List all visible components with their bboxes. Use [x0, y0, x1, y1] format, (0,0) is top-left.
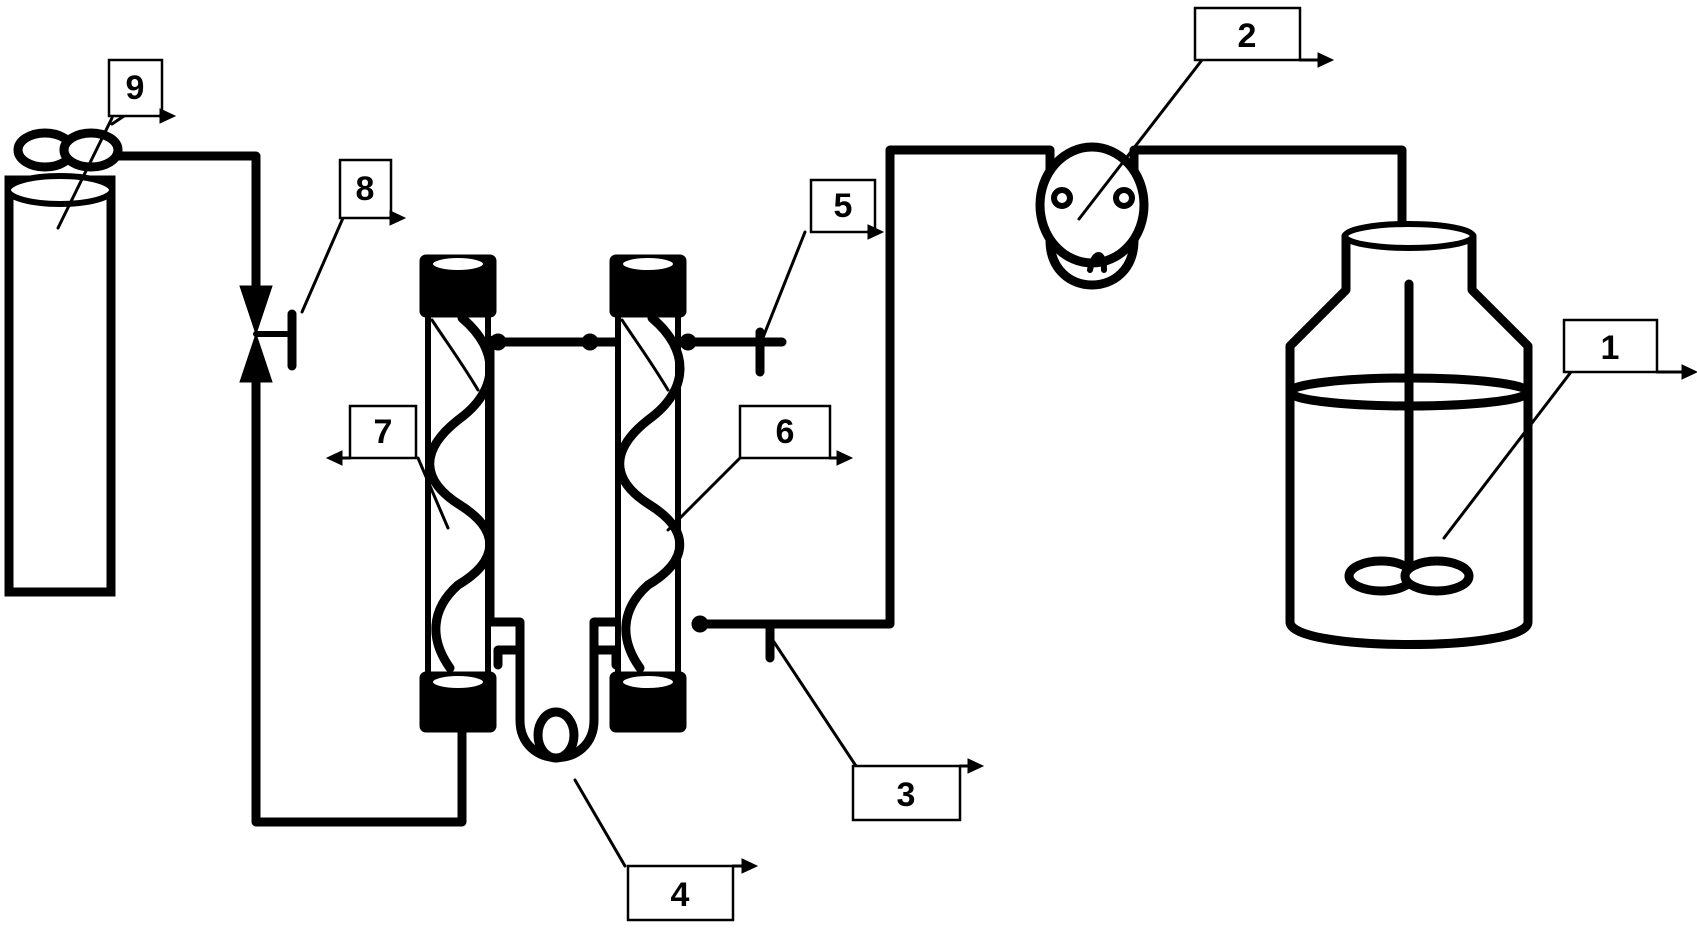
callout-3-text: 3: [897, 776, 916, 814]
column-fittings: [489, 333, 709, 633]
callout-2: 2: [1193, 6, 1335, 68]
callout-6: 6: [738, 404, 854, 466]
callout-3: 3: [851, 758, 985, 822]
callout-5: 5: [809, 178, 885, 240]
callout-8-text: 8: [356, 170, 375, 208]
callout-1: 1: [1562, 318, 1697, 380]
callout-8: 8: [338, 158, 407, 226]
callout-5-text: 5: [834, 187, 853, 225]
callout-9: 9: [107, 58, 177, 124]
callout-4-text: 4: [671, 876, 690, 914]
vent-fitting-icon: [755, 327, 787, 377]
peristaltic-pump-icon: [1035, 142, 1149, 290]
leader-lines: [110, 58, 1573, 868]
callout-9-text: 9: [126, 69, 145, 107]
callout-7: 7: [325, 404, 418, 466]
gas-pipeline: [113, 145, 1407, 827]
callout-7-text: 7: [374, 413, 393, 451]
needle-valve-icon: [239, 285, 297, 383]
callout-6-text: 6: [776, 413, 795, 451]
mixing-tank-icon: [1285, 221, 1533, 649]
packed-column-right: [609, 254, 687, 733]
callout-2-text: 2: [1238, 17, 1257, 55]
u-tube-connector-icon: [515, 645, 599, 763]
callout-4: 4: [626, 858, 759, 922]
callout-1-text: 1: [1601, 329, 1620, 367]
gas-cylinder-icon: [4, 116, 123, 597]
packed-column-left: [419, 254, 497, 733]
